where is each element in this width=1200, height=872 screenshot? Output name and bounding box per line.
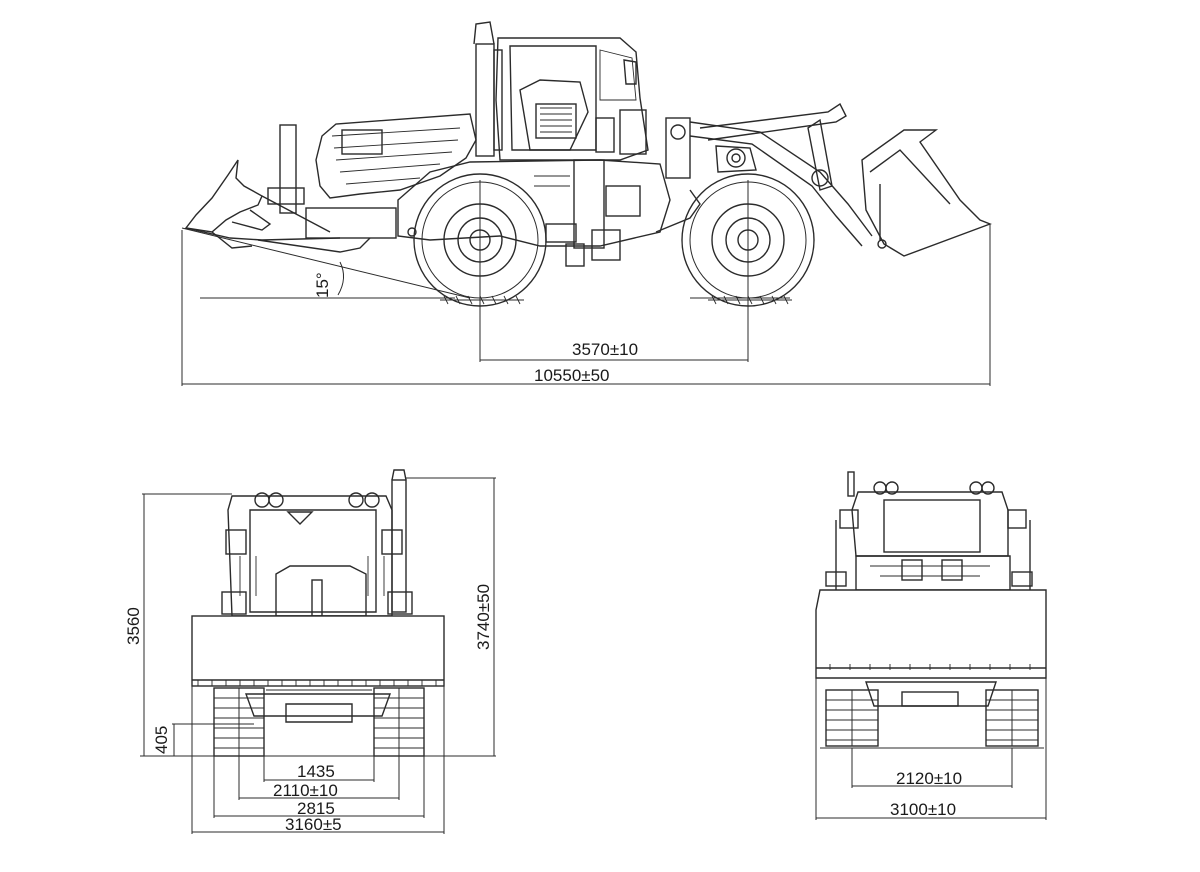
rear-overall-width-label: 3100±10 xyxy=(890,800,956,819)
operator-cab xyxy=(495,37,649,161)
inner-track-label: 1435 xyxy=(297,762,335,781)
rear-axle xyxy=(865,681,997,707)
loader-arm xyxy=(655,102,873,247)
blade-angle-mark xyxy=(181,227,471,299)
front-left-tire xyxy=(213,687,265,757)
rear-right-tire xyxy=(985,689,1039,747)
blade-width-label: 3160±5 xyxy=(285,815,342,834)
track-label: 2110±10 xyxy=(273,781,338,800)
front-view: 3560 3740±50 405 1435 2110±10 2815 3160±… xyxy=(124,469,496,834)
loader-bucket xyxy=(861,129,992,257)
rear-counterweight xyxy=(815,589,1047,679)
dozer-blade xyxy=(184,124,397,253)
rear-dimensions xyxy=(815,678,1047,820)
rear-view: 2120±10 3100±10 xyxy=(815,471,1047,820)
front-right-tire xyxy=(373,687,425,757)
ground-clearance-label: 405 xyxy=(152,726,171,754)
blade-angle-label: 15° xyxy=(313,272,332,298)
wheelbase-label: 3570±10 xyxy=(572,340,638,359)
height-overall-label: 3740±50 xyxy=(474,584,493,650)
engine-hood xyxy=(315,113,477,199)
rear-left-tire xyxy=(825,689,879,747)
chassis xyxy=(397,159,671,267)
front-wheel xyxy=(681,173,815,362)
front-body xyxy=(221,469,413,617)
rear-track-label: 2120±10 xyxy=(896,769,962,788)
rear-wheel xyxy=(413,173,547,362)
outer-width-label: 2815 xyxy=(297,799,335,818)
rear-body xyxy=(825,471,1033,591)
front-axle xyxy=(245,689,391,723)
side-dimensions xyxy=(181,224,991,386)
overall-length-label: 10550±50 xyxy=(534,366,610,385)
height-blade-label: 3560 xyxy=(124,607,143,645)
side-view: 15° 3570±10 10550±50 xyxy=(181,21,992,386)
front-dimensions xyxy=(140,477,496,834)
front-blade xyxy=(191,615,445,687)
